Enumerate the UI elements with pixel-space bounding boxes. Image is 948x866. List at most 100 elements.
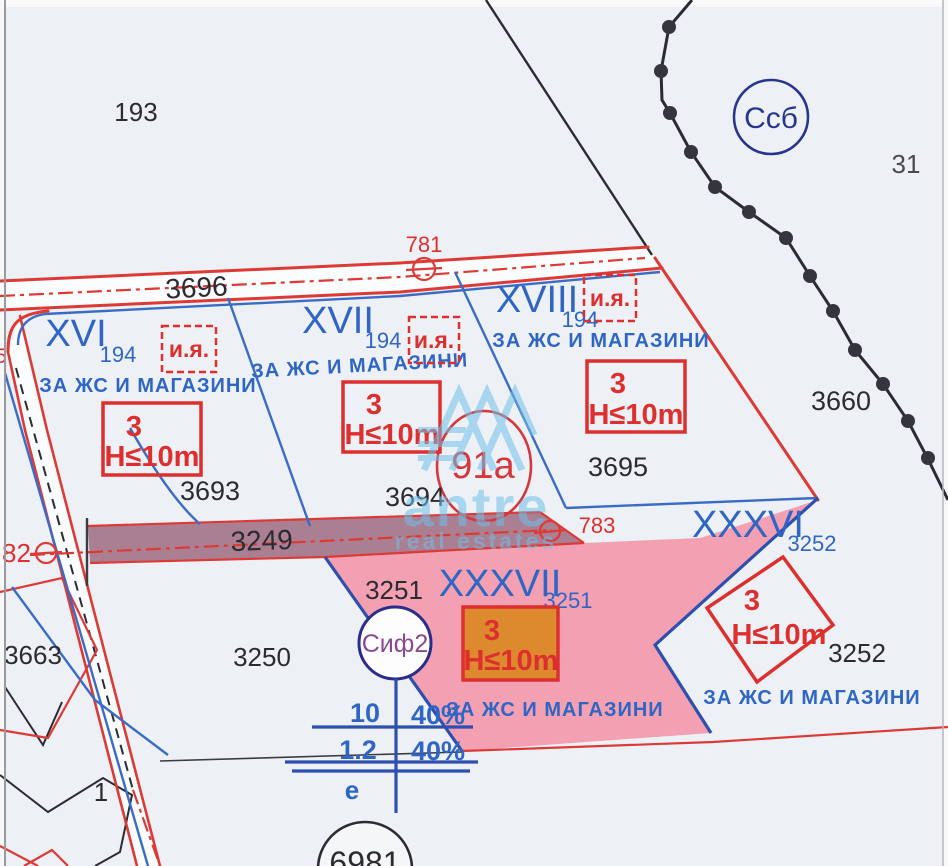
watermark-bars	[418, 427, 466, 461]
watermark-triangle-3	[476, 383, 538, 472]
boundary-point	[708, 180, 722, 194]
circle-6981	[316, 820, 414, 866]
parcel-xxxvii-use: ЗА ЖС И МАГАЗИНИ	[446, 699, 663, 721]
area-3694-label: 3694	[385, 482, 445, 512]
area-3660-label: 3660	[811, 386, 871, 416]
parcel-xxxvii-highlight	[325, 500, 818, 751]
ssb-circle	[732, 78, 810, 156]
circle-91a	[435, 409, 533, 523]
road-surfaces	[0, 247, 662, 866]
table-note: е	[345, 775, 359, 805]
area-3252-label: 3252	[828, 638, 886, 668]
parcel-xviii-zone-box	[585, 359, 687, 434]
watermark: antre real estates	[395, 383, 554, 554]
parcel-xxxvi: XXXVI 3252 3 H≤10m 3252 ЗА ЖС И МАГАЗИНИ	[692, 504, 920, 709]
boundary-dotted-line	[659, 0, 948, 501]
boundary-point	[654, 64, 668, 78]
parcel-xviii: XVIII 194 ЗА ЖС И МАГАЗИНИ и.я. 3 H≤10m	[492, 273, 709, 434]
road-node-82-bar	[29, 550, 63, 556]
road-left-blue-line	[3, 372, 150, 866]
parcel-xviii-zone: 3	[610, 368, 626, 400]
table-r1c2: 40%	[411, 700, 465, 730]
parcel-xvii-zone: 3	[366, 389, 382, 421]
road-82-partial-label: 82	[2, 538, 31, 568]
ssb-label: Ссб	[744, 102, 798, 135]
boundary-north-of-xxxvi	[565, 496, 819, 510]
bottom-edge-red-line-b	[23, 848, 69, 866]
road-3249-end-cut	[539, 511, 585, 544]
parcel-xxxvi-use: ЗА ЖС И МАГАЗИНИ	[703, 687, 920, 709]
road-3696-label: 3696	[165, 270, 229, 304]
road-783-label: 783	[579, 513, 616, 538]
parcel-xxxvii: XXXVII 3251 3251 3 H≤10m ЗА ЖС И МАГАЗИН…	[365, 563, 663, 721]
parcel-xviii-sub: 194	[562, 307, 599, 332]
boundary-xvi-xvii	[226, 297, 312, 527]
parcel-xxxvi-height: H≤10m	[732, 619, 827, 651]
boundary-point	[779, 231, 793, 245]
parcel-xvii-iya-box	[407, 315, 461, 365]
road-3696-top-line	[0, 245, 650, 283]
watermark-logo-icon	[418, 383, 538, 472]
sif2-label: Сиф2	[362, 630, 429, 658]
parcel-xviii-east-line	[653, 256, 820, 502]
thin-cadastral-line	[159, 751, 463, 762]
area-1-label: 1	[94, 777, 108, 807]
road-labels: 3696 781 3249 783 82 5	[0, 232, 615, 568]
boundary-point	[921, 451, 935, 465]
parcel-xvi-height: H≤10m	[105, 441, 200, 473]
road-corner-curve	[6, 309, 50, 354]
parcel-xxxvi-name: XXXVI	[692, 504, 804, 546]
watermark-brand: antre	[403, 475, 550, 538]
boundary-point	[662, 20, 676, 34]
area-3695-label: 3695	[588, 452, 648, 482]
road-3696-bottom-line	[0, 266, 664, 312]
parcel-xviii-iya: и.я.	[590, 285, 630, 311]
road-3249-top-line	[87, 510, 541, 528]
boundary-point	[826, 304, 840, 318]
boundary-xvii-xviii	[453, 271, 568, 509]
scan-margin-top	[0, 0, 948, 7]
road-3249-centerline	[29, 528, 553, 557]
boundary-point	[742, 205, 756, 219]
area-3251-label: 3251	[365, 575, 423, 605]
circled-designations: Ссб 91a Сиф2 6981	[316, 78, 810, 866]
boundary-point	[901, 414, 915, 428]
red-regulation-lines	[0, 245, 948, 866]
boundary-diagonal-top	[484, 0, 654, 256]
parcel-xviii-use: ЗА ЖС И МАГАЗИНИ	[492, 330, 709, 352]
parcel-xxxvi-sub: 3252	[788, 531, 837, 556]
area-3663-label: 3663	[4, 640, 62, 670]
road-3249-label: 3249	[230, 524, 293, 557]
boundary-point	[684, 145, 698, 159]
parcel-xviii-iya-box	[582, 273, 638, 323]
area-labels: 193 31 3660 3693 3694 3695 3250 3663 1	[4, 97, 920, 807]
road-3249-strip	[88, 512, 584, 563]
blue-curve-lower	[11, 586, 169, 756]
scan-margin-left	[0, 0, 4, 866]
area-193-label: 193	[114, 97, 157, 127]
boundary-point-markers	[654, 20, 935, 465]
area-31-label: 31	[892, 149, 921, 179]
road-edge-fragment-label: 5	[0, 345, 7, 368]
parcel-xvi-zone: 3	[126, 411, 142, 443]
road-left-old-centerline	[15, 367, 134, 791]
blue-curve-upper	[128, 427, 201, 525]
parcel-xxxvii-name: XXXVII	[439, 563, 562, 605]
table-r1c1: 10	[350, 698, 380, 728]
area-3693-label: 3693	[180, 476, 240, 506]
parcel-xvii-iya: и.я.	[414, 327, 454, 353]
parcel-xvi-name: XVI	[45, 313, 106, 355]
parcel-xvi-iya: и.я.	[169, 336, 209, 362]
parcel-xvii-sub: 194	[365, 328, 402, 353]
south-regulation-line	[461, 725, 948, 753]
cadastral-line-along-road	[16, 270, 661, 346]
parcel-xvi-use: ЗА ЖС И МАГАЗИНИ	[39, 375, 256, 397]
parcel-3663-outline	[0, 576, 99, 740]
boundary-point	[663, 106, 677, 120]
parcel-xxxvii-zone-box	[461, 605, 560, 682]
scan-margin-right	[943, 0, 948, 866]
small-black-boundary	[4, 686, 63, 748]
parcel-xxxvii-zone: 3	[484, 615, 500, 647]
